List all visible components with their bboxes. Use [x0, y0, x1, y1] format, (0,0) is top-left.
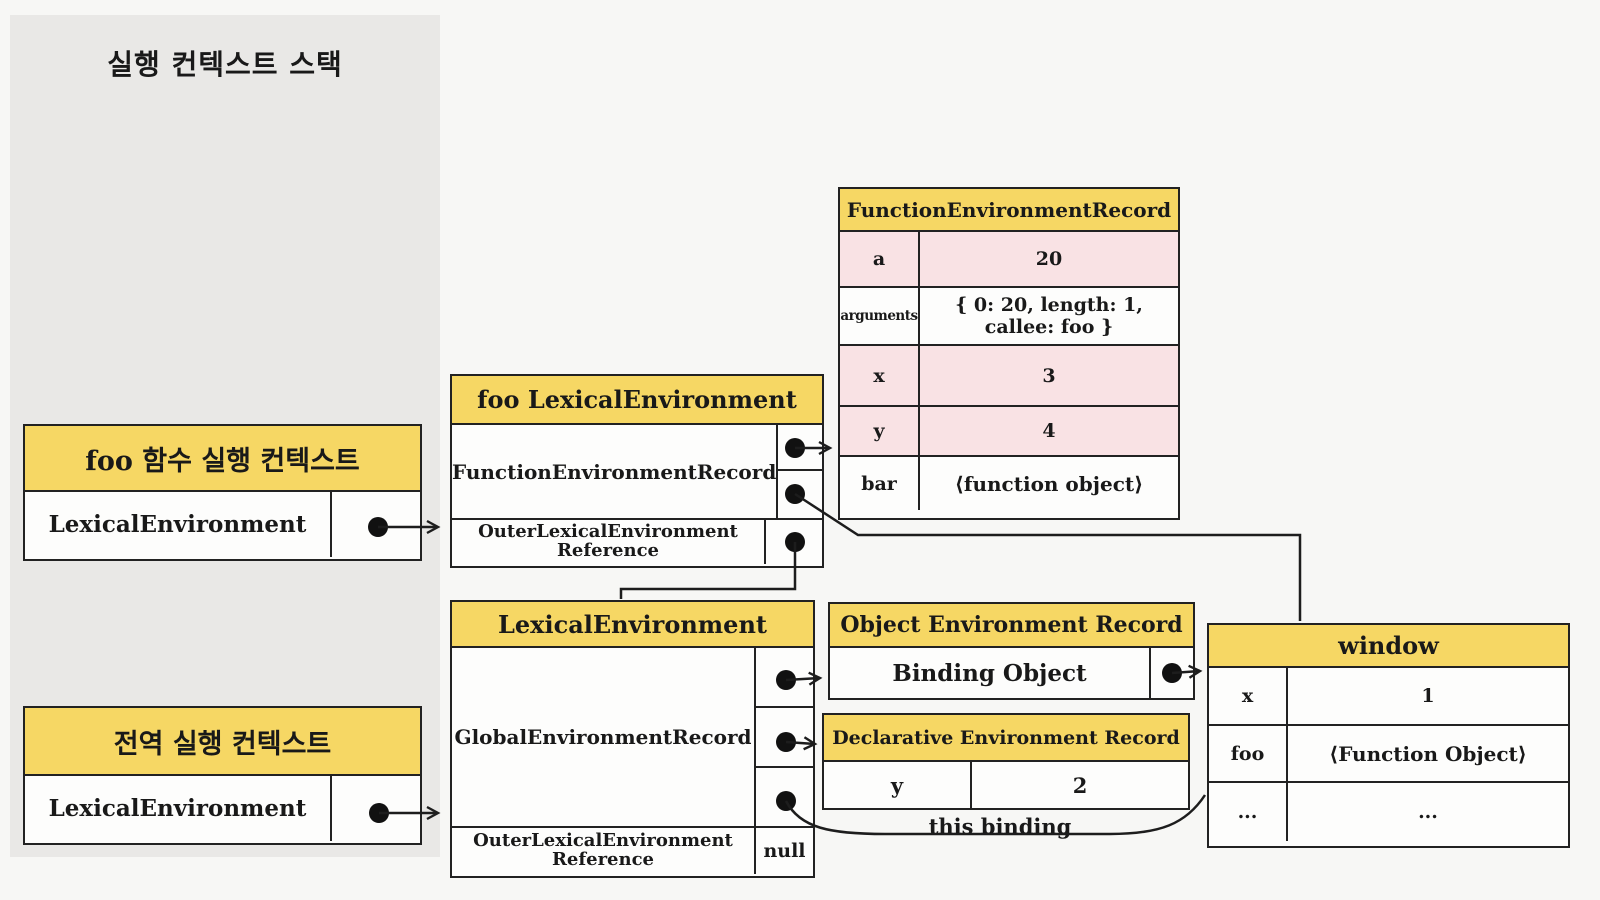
- row-key: y: [824, 762, 972, 808]
- this-binding-label: this binding: [928, 814, 1072, 839]
- row-key: x: [840, 346, 920, 405]
- row-key: y: [840, 407, 920, 455]
- declarative-environment-record-box: Declarative Environment Record y 2: [822, 713, 1190, 810]
- row-key: x: [1209, 668, 1288, 724]
- row-value: ⟨Function Object⟩: [1329, 741, 1527, 766]
- row-value: 20: [1035, 248, 1063, 270]
- declarative-environment-record-title: Declarative Environment Record: [824, 715, 1188, 762]
- foo-context-lexicalenvironment-label: LexicalEnvironment: [25, 492, 332, 557]
- window-object-title: window: [1209, 625, 1568, 668]
- row-value: 4: [1042, 420, 1056, 442]
- function-environment-record-title: FunctionEnvironmentRecord: [840, 189, 1178, 232]
- global-record-pointer-cell-2: [756, 708, 813, 768]
- binding-object-pointer-cell: [1151, 648, 1193, 698]
- row-value: 1: [1421, 685, 1435, 707]
- row-value: { 0: 20, length: 1, callee: foo }: [955, 294, 1143, 338]
- table-row: x 3: [840, 346, 1178, 407]
- row-key: ...: [1209, 783, 1288, 841]
- global-context-lexicalenvironment-label: LexicalEnvironment: [25, 776, 332, 841]
- global-execution-context-title: 전역 실행 컨텍스트: [25, 708, 420, 776]
- table-row: bar ⟨function object⟩: [840, 457, 1178, 510]
- global-outer-reference-label: OuterLexicalEnvironment Reference: [452, 828, 756, 874]
- global-environment-record-label: GlobalEnvironmentRecord: [452, 648, 756, 826]
- foo-record-pointer-cell-1: [778, 425, 822, 471]
- global-lexical-environment-box: LexicalEnvironment GlobalEnvironmentReco…: [450, 600, 815, 878]
- row-key: foo: [1209, 726, 1288, 781]
- table-row: arguments { 0: 20, length: 1, callee: fo…: [840, 288, 1178, 346]
- foo-lexical-environment-title: foo LexicalEnvironment: [452, 376, 822, 425]
- table-row: foo ⟨Function Object⟩: [1209, 726, 1568, 783]
- foo-context-pointer-cell: [332, 492, 420, 557]
- table-row: y 2: [824, 762, 1188, 808]
- row-key: bar: [840, 457, 920, 510]
- global-outer-reference-value: null: [763, 840, 806, 862]
- row-value: 3: [1042, 364, 1056, 387]
- row-key: a: [840, 232, 920, 286]
- function-environment-record-label: FunctionEnvironmentRecord: [452, 425, 779, 518]
- stack-panel-title: 실행 컨텍스트 스택: [107, 48, 343, 81]
- foo-outer-reference-label: OuterLexicalEnvironment Reference: [452, 520, 766, 564]
- row-value: 2: [1072, 772, 1088, 798]
- global-record-pointer-cell-3: [756, 768, 813, 826]
- table-row: y 4: [840, 407, 1178, 457]
- row-key: arguments: [840, 288, 920, 344]
- row-value: ...: [1418, 801, 1438, 823]
- foo-record-pointer-cell-2: [778, 471, 822, 518]
- window-object-table: window x 1 foo ⟨Function Object⟩ ... ...: [1207, 623, 1570, 848]
- function-environment-record-table: FunctionEnvironmentRecord a 20 arguments…: [838, 187, 1180, 520]
- object-environment-record-box: Object Environment Record Binding Object: [828, 602, 1195, 700]
- row-value: ⟨function object⟩: [954, 471, 1144, 496]
- foo-execution-context-title: foo 함수 실행 컨텍스트: [25, 426, 420, 492]
- table-row: a 20: [840, 232, 1178, 288]
- global-lexical-environment-title: LexicalEnvironment: [452, 602, 813, 648]
- global-context-pointer-cell: [332, 776, 420, 841]
- global-record-pointer-cell-1: [756, 648, 813, 708]
- table-row: ... ...: [1209, 783, 1568, 841]
- foo-lexical-environment-box: foo LexicalEnvironment FunctionEnvironme…: [450, 374, 824, 568]
- foo-execution-context-box: foo 함수 실행 컨텍스트 LexicalEnvironment: [23, 424, 422, 561]
- object-environment-record-title: Object Environment Record: [830, 604, 1193, 648]
- global-execution-context-box: 전역 실행 컨텍스트 LexicalEnvironment: [23, 706, 422, 845]
- foo-outer-reference-pointer-cell: [766, 520, 822, 564]
- table-row: x 1: [1209, 668, 1568, 726]
- binding-object-label: Binding Object: [830, 648, 1151, 698]
